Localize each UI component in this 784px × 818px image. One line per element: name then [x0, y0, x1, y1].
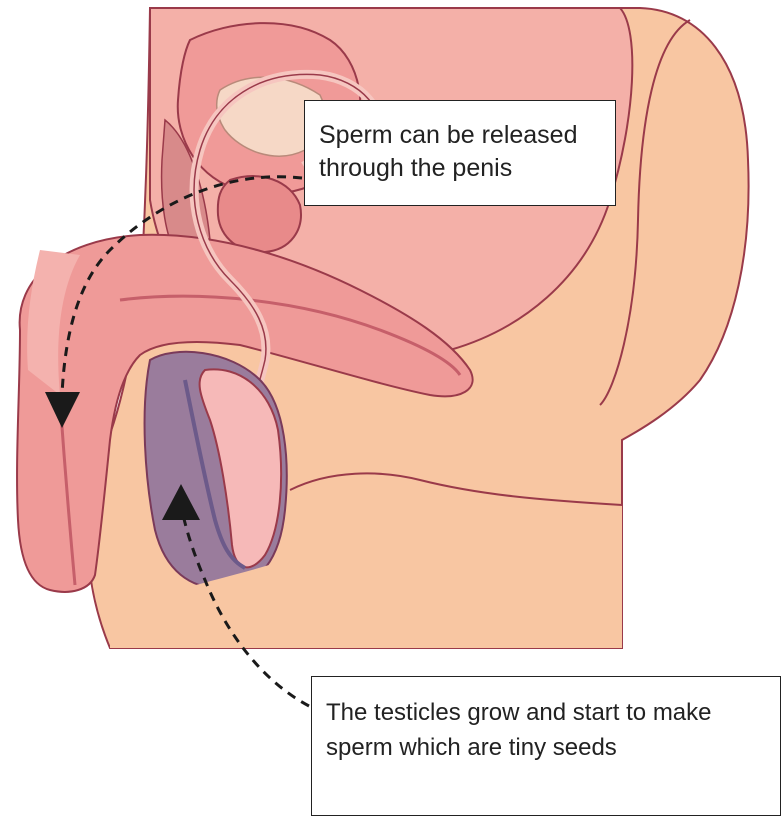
- sperm-release-line-2: through the penis: [319, 152, 603, 185]
- testicles-label: The testicles grow and start to make spe…: [311, 676, 781, 816]
- sperm-release-label: Sperm can be released through the penis: [304, 100, 616, 206]
- sperm-release-line-1: Sperm can be released: [319, 119, 603, 152]
- testicles-line-2: sperm which are tiny seeds: [326, 730, 617, 765]
- prostate: [218, 176, 301, 252]
- testicles-line-1: The testicles grow and start to make: [326, 695, 770, 730]
